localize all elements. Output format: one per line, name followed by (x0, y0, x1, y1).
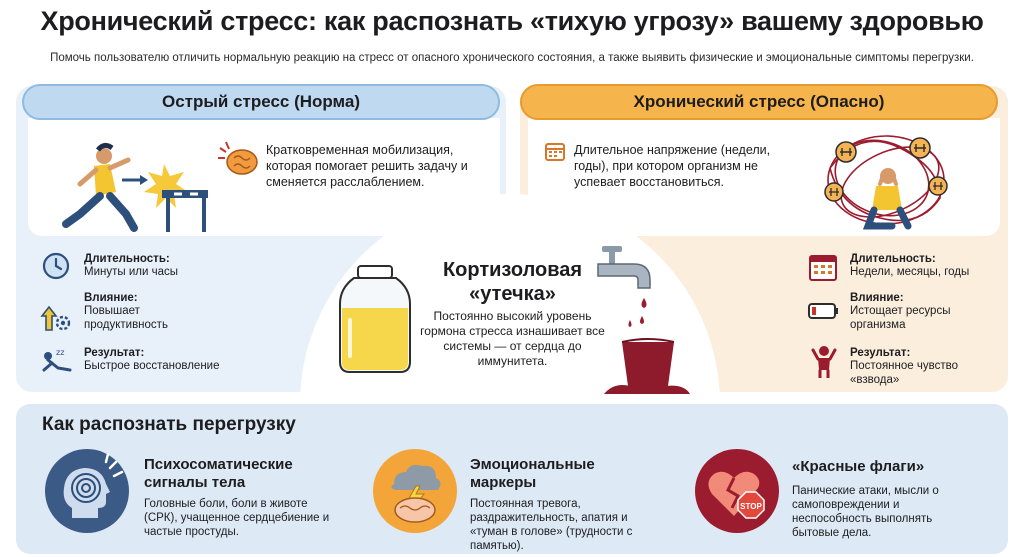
tangled-person-illustration (816, 128, 956, 232)
acute-description: Кратковременная мобилизация, которая пом… (266, 143, 468, 189)
page-title: Хронический стресс: как распознать «тиху… (40, 6, 984, 36)
relaxing-person-icon: zz (38, 346, 74, 374)
broken-heart-stop-icon: STOP (694, 448, 780, 534)
card-emotional-title: Эмоциональные маркеры (470, 456, 595, 491)
acute-stat-result: Результат: Быстрое восстановление (84, 347, 220, 372)
clock-icon (42, 252, 70, 280)
chronic-stat-impact: Влияние: Истощает ресурсы организма (850, 292, 951, 331)
page-subtitle: Помочь пользователю отличить нормальную … (50, 52, 974, 64)
calendar-icon (544, 140, 566, 162)
chronic-stat-result: Результат: Постоянное чувство «взвода» (850, 347, 958, 386)
head-signals-icon (44, 448, 130, 534)
svg-text:zz: zz (56, 348, 64, 357)
chronic-stat-duration: Длительность: Недели, месяцы, годы (850, 253, 970, 278)
dripping-faucet-icon (594, 244, 692, 394)
recognize-title: Как распознать перегрузку (42, 414, 296, 435)
chronic-header: Хронический стресс (Опасно) (520, 84, 998, 120)
acute-stat-impact: Влияние: Повышает продуктивность (84, 292, 168, 331)
cortisol-description: Постоянно высокий уровень гормона стресс… (420, 309, 605, 368)
recognize-panel (16, 404, 1008, 554)
card-psychosomatic-desc: Головные боли, боли в животе (СРК), учащ… (144, 498, 330, 538)
acute-header: Острый стресс (Норма) (22, 84, 500, 120)
chronic-description: Длительное напряжение (недели, годы), пр… (574, 143, 771, 189)
runner-hurdle-illustration (44, 140, 224, 235)
card-redflags-desc: Панические атаки, мысли о самоповреждени… (792, 485, 939, 539)
jar-icon (336, 264, 414, 374)
card-emotional-desc: Постоянная тревога, раздражительность, а… (470, 498, 633, 552)
productivity-gear-icon (40, 304, 72, 334)
card-psychosomatic-title: Психосоматические сигналы тела (144, 456, 293, 491)
tense-person-icon (810, 344, 838, 380)
low-battery-icon (808, 302, 840, 320)
card-redflags-title: «Красные флаги» (792, 458, 925, 475)
brain-spark-icon (216, 140, 260, 178)
acute-stat-duration: Длительность: Минуты или часы (84, 253, 178, 278)
cortisol-title: Кортизоловая «утечка» (442, 259, 583, 305)
stop-sign-text: STOP (740, 502, 762, 511)
stormy-brain-icon (372, 448, 458, 534)
calendar-grid-icon (808, 252, 838, 282)
